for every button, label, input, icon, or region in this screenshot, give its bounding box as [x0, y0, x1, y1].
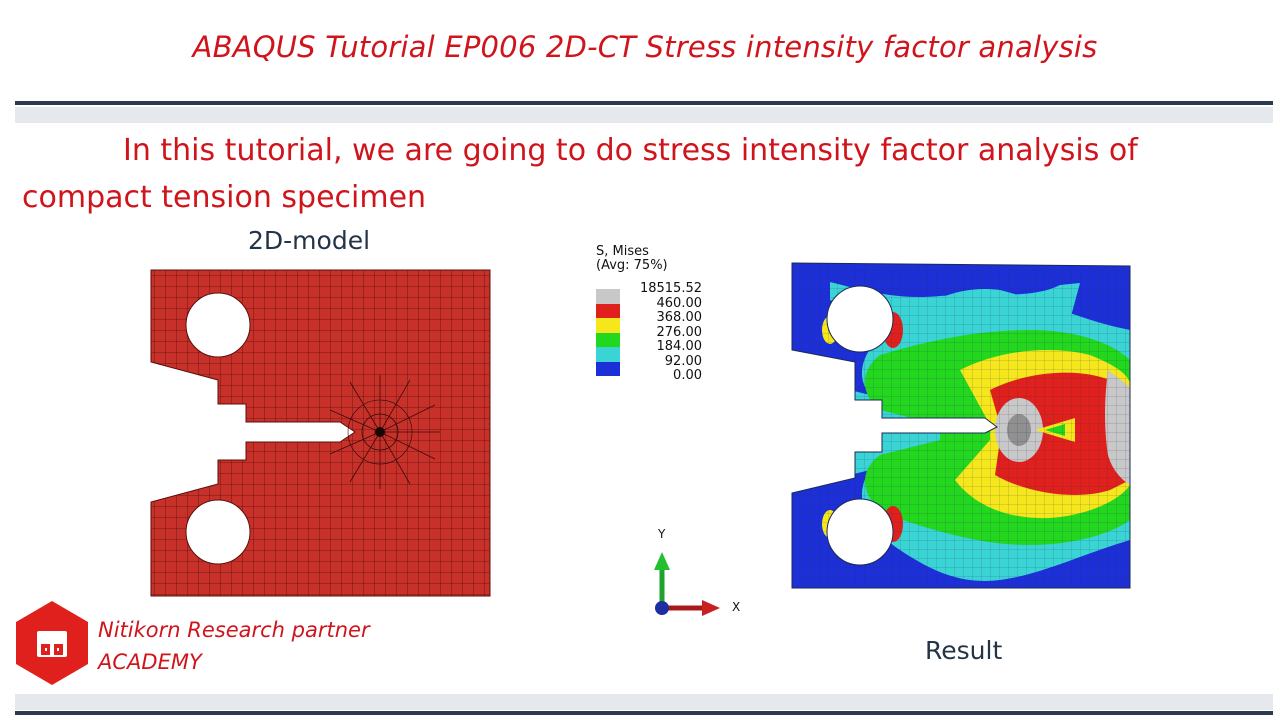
- legend-swatch-1: [596, 303, 620, 318]
- legend-swatch-4: [596, 347, 620, 362]
- intro-text: In this tutorial, we are going to do str…: [22, 127, 1262, 221]
- academy-logo: [16, 601, 88, 685]
- result-lower-pin-hole: [826, 498, 894, 566]
- legend-value: 0.00: [673, 368, 702, 383]
- intro-line-1: In this tutorial, we are going to do str…: [123, 133, 1138, 168]
- axis-triad: [654, 552, 720, 616]
- x-axis-label: X: [732, 600, 741, 614]
- y-axis-label: Y: [658, 527, 666, 541]
- legend-values: 18515.52 460.00 368.00 276.00 184.00 92.…: [622, 281, 703, 384]
- result-contour: [791, 262, 1131, 589]
- intro-line-2: compact tension specimen: [22, 180, 427, 215]
- slide-title: ABAQUS Tutorial EP006 2D-CT Stress inten…: [192, 30, 1098, 64]
- legend-value: 460.00: [656, 295, 703, 311]
- legend-value: 18515.52: [639, 281, 702, 296]
- legend-header: S, Mises (Avg: 75%): [596, 245, 716, 273]
- upper-pin-hole: [185, 292, 251, 358]
- brand-subtitle: ACADEMY: [98, 650, 202, 674]
- legend-value: 184.00: [656, 339, 703, 354]
- result-upper-pin-hole: [826, 285, 894, 353]
- bottom-band: [15, 694, 1273, 710]
- legend-value: 92.00: [664, 353, 702, 369]
- legend-swatch-5: [596, 361, 620, 376]
- crack-tip-rosette: [329, 375, 440, 489]
- model-mesh: [150, 269, 491, 597]
- result-caption: Result: [925, 636, 1003, 665]
- legend-title: S, Mises: [596, 244, 649, 259]
- legend-swatch-3: [596, 332, 620, 347]
- model-caption: 2D-model: [248, 226, 371, 255]
- legend-swatch-2: [596, 318, 620, 333]
- lower-pin-hole: [185, 499, 251, 565]
- legend-averaging: (Avg: 75%): [596, 258, 668, 273]
- legend-colorbar: [596, 289, 620, 376]
- brand-name: Nitikorn Research partner: [98, 618, 370, 642]
- bottom-divider: [15, 711, 1273, 715]
- top-divider: [15, 101, 1273, 105]
- top-band: [15, 107, 1273, 123]
- legend-swatch-0: [596, 289, 620, 304]
- legend-value: 276.00: [656, 324, 703, 340]
- legend-value: 368.00: [656, 310, 703, 325]
